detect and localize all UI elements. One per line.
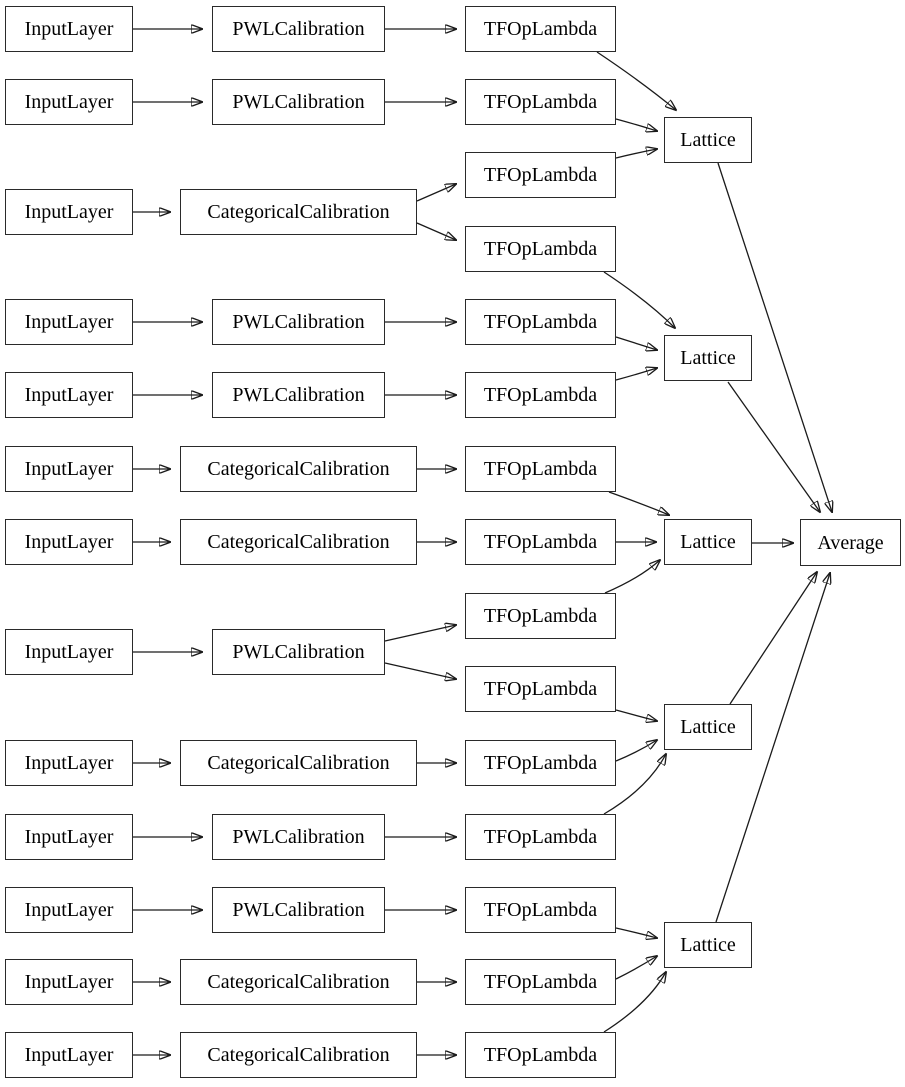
- node-tfop-6: TFOpLambda: [465, 372, 616, 418]
- edge-tfop-4-lattice-2: [603, 271, 675, 328]
- edge-tfop-9-lattice-3: [604, 560, 660, 594]
- edge-pwl-5-tfop-10: [384, 662, 456, 679]
- node-tfop-5: TFOpLambda: [465, 299, 616, 345]
- node-input-4: InputLayer: [5, 299, 133, 345]
- node-tfop-7: TFOpLambda: [465, 446, 616, 492]
- node-tfop-10: TFOpLambda: [465, 666, 616, 712]
- node-input-6: InputLayer: [5, 446, 133, 492]
- edge-tfop-6-lattice-2: [615, 368, 657, 381]
- edge-tfop-3-lattice-1: [615, 149, 657, 159]
- edge-tfop-1-lattice-1: [596, 51, 676, 110]
- node-lattice-3: Lattice: [664, 519, 752, 565]
- node-tfop-9: TFOpLambda: [465, 593, 616, 639]
- edge-cat-1-tfop-4: [416, 222, 456, 240]
- node-pwl-2: PWLCalibration: [212, 79, 385, 125]
- edge-tfop-5-lattice-2: [615, 336, 657, 350]
- node-input-2: InputLayer: [5, 79, 133, 125]
- edge-lattice-5-average: [715, 573, 830, 923]
- edge-pwl-5-tfop-9: [384, 625, 456, 642]
- edge-tfop-13-lattice-5: [615, 927, 657, 938]
- node-input-3: InputLayer: [5, 189, 133, 235]
- node-input-5: InputLayer: [5, 372, 133, 418]
- node-cat-3: CategoricalCalibration: [180, 519, 417, 565]
- node-pwl-1: PWLCalibration: [212, 6, 385, 52]
- node-input-11: InputLayer: [5, 887, 133, 933]
- edge-tfop-10-lattice-4: [615, 709, 657, 721]
- node-cat-5: CategoricalCalibration: [180, 959, 417, 1005]
- node-lattice-5: Lattice: [664, 922, 752, 968]
- edge-tfop-11-lattice-4: [615, 740, 657, 762]
- node-pwl-4: PWLCalibration: [212, 372, 385, 418]
- node-tfop-2: TFOpLambda: [465, 79, 616, 125]
- edge-tfop-12-lattice-4: [603, 754, 666, 815]
- node-input-8: InputLayer: [5, 629, 133, 675]
- edge-cat-1-tfop-3: [416, 184, 456, 202]
- node-cat-4: CategoricalCalibration: [180, 740, 417, 786]
- edge-tfop-7-lattice-3: [608, 491, 669, 515]
- node-lattice-2: Lattice: [664, 335, 752, 381]
- node-tfop-15: TFOpLambda: [465, 1032, 616, 1078]
- edge-tfop-14-lattice-5: [615, 956, 657, 980]
- edge-lattice-4-average: [729, 572, 817, 705]
- node-cat-1: CategoricalCalibration: [180, 189, 417, 235]
- node-pwl-5: PWLCalibration: [212, 629, 385, 675]
- node-input-12: InputLayer: [5, 959, 133, 1005]
- node-lattice-1: Lattice: [664, 117, 752, 163]
- node-input-1: InputLayer: [5, 6, 133, 52]
- node-tfop-11: TFOpLambda: [465, 740, 616, 786]
- edge-lattice-2-average: [727, 381, 820, 512]
- node-pwl-7: PWLCalibration: [212, 887, 385, 933]
- node-tfop-1: TFOpLambda: [465, 6, 616, 52]
- node-input-9: InputLayer: [5, 740, 133, 786]
- node-input-13: InputLayer: [5, 1032, 133, 1078]
- edge-tfop-15-lattice-5: [603, 972, 666, 1033]
- node-cat-2: CategoricalCalibration: [180, 446, 417, 492]
- node-tfop-8: TFOpLambda: [465, 519, 616, 565]
- node-tfop-12: TFOpLambda: [465, 814, 616, 860]
- node-lattice-4: Lattice: [664, 704, 752, 750]
- node-cat-6: CategoricalCalibration: [180, 1032, 417, 1078]
- node-tfop-14: TFOpLambda: [465, 959, 616, 1005]
- node-pwl-3: PWLCalibration: [212, 299, 385, 345]
- node-tfop-4: TFOpLambda: [465, 226, 616, 272]
- node-input-7: InputLayer: [5, 519, 133, 565]
- edge-tfop-2-lattice-1: [615, 118, 657, 131]
- node-tfop-13: TFOpLambda: [465, 887, 616, 933]
- node-tfop-3: TFOpLambda: [465, 152, 616, 198]
- node-average: Average: [800, 519, 901, 566]
- node-pwl-6: PWLCalibration: [212, 814, 385, 860]
- edge-lattice-1-average: [717, 162, 832, 512]
- node-input-10: InputLayer: [5, 814, 133, 860]
